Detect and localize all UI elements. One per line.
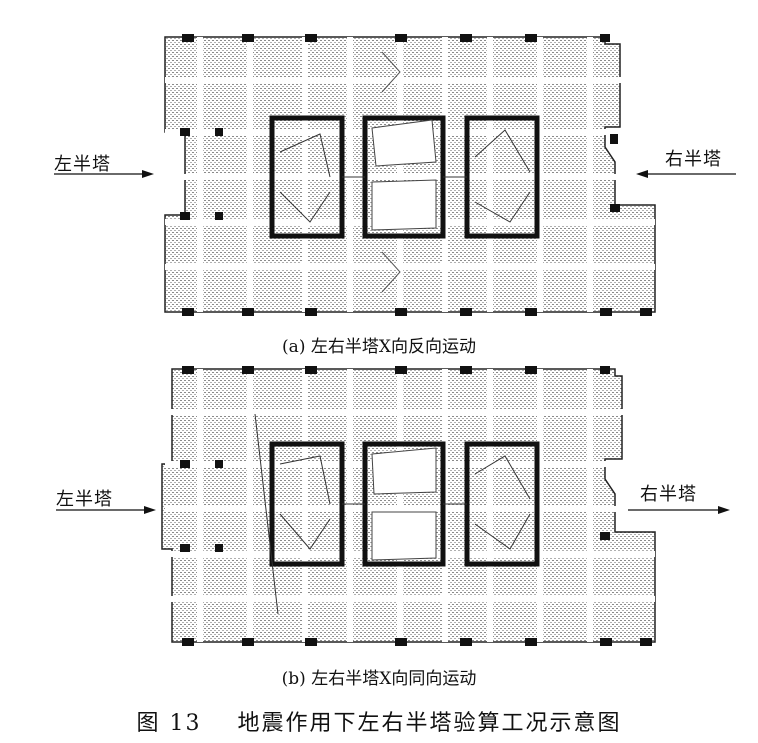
slab-outline: [161, 368, 656, 643]
beam-grid: [165, 37, 655, 312]
caption-a: (a) 左右半塔X向反向运动: [282, 337, 476, 357]
right-tower-label: 右半塔: [665, 149, 722, 170]
floor-plan-a-svg: [164, 34, 656, 316]
left-tower-label: 左半塔: [54, 154, 111, 175]
columns: [180, 366, 652, 646]
left-arrow-icon: [54, 170, 154, 178]
core-openings: [371, 119, 437, 231]
columns: [180, 34, 652, 316]
core-details: [279, 129, 531, 223]
core-details: [254, 413, 531, 615]
stair-marks: [381, 51, 401, 293]
floor-plan-b: [160, 364, 660, 650]
caption-b: (b) 左右半塔X向同向运动: [281, 669, 477, 689]
core-openings: [371, 447, 437, 561]
floor-plan-b-svg: [161, 366, 656, 646]
left-arrow-icon-b: [56, 506, 156, 514]
left-tower-label-b: 左半塔: [56, 489, 113, 510]
right-arrow-icon: [636, 170, 736, 178]
right-tower-label-b: 右半塔: [640, 484, 697, 505]
floor-plan-a: [160, 32, 660, 318]
figure-caption: 图 13 地震作用下左右半塔验算工况示意图: [136, 711, 622, 736]
right-arrow-icon-b: [628, 506, 730, 514]
